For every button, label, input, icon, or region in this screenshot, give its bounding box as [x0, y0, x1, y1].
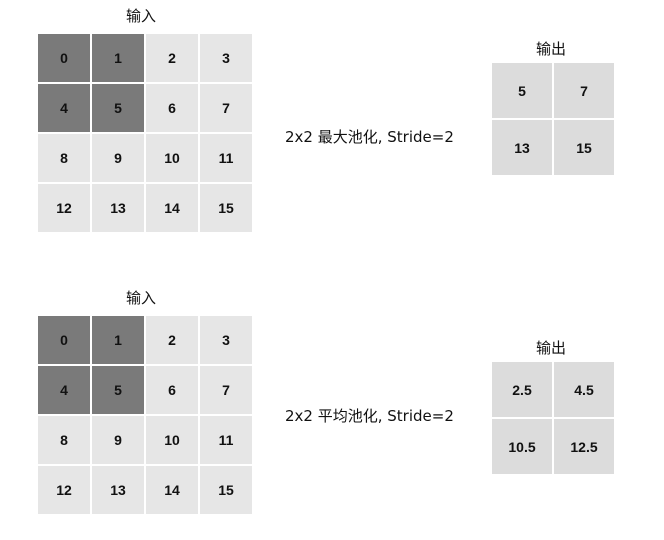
input-cell: 1 [92, 316, 144, 364]
input-cell: 12 [38, 184, 90, 232]
output-cell: 10.5 [492, 419, 552, 474]
output-grid-avg: 2.5 4.5 10.5 12.5 [492, 362, 614, 474]
input-cell: 5 [92, 366, 144, 414]
input-cell: 13 [92, 466, 144, 514]
input-cell: 14 [146, 466, 198, 514]
input-cell: 11 [200, 416, 252, 464]
input-cell: 14 [146, 184, 198, 232]
input-cell: 4 [38, 366, 90, 414]
input-cell: 12 [38, 466, 90, 514]
input-cell: 10 [146, 416, 198, 464]
input-cell: 9 [92, 134, 144, 182]
output-label-max: 输出 [536, 40, 567, 58]
input-cell: 3 [200, 316, 252, 364]
input-cell: 7 [200, 366, 252, 414]
output-grid-max: 5 7 13 15 [492, 63, 614, 175]
output-label-avg: 输出 [536, 339, 567, 357]
input-cell: 11 [200, 134, 252, 182]
input-cell: 10 [146, 134, 198, 182]
input-cell: 13 [92, 184, 144, 232]
input-cell: 1 [92, 34, 144, 82]
output-cell: 5 [492, 63, 552, 118]
input-cell: 2 [146, 34, 198, 82]
input-grid-avg: 0 1 2 3 4 5 6 7 8 9 10 11 12 13 14 15 [38, 316, 252, 514]
input-cell: 3 [200, 34, 252, 82]
output-cell: 12.5 [554, 419, 614, 474]
output-cell: 7 [554, 63, 614, 118]
operation-label-avg: 2x2 平均池化, Stride=2 [285, 407, 454, 425]
input-cell: 15 [200, 466, 252, 514]
output-cell: 15 [554, 120, 614, 175]
input-grid-max: 0 1 2 3 4 5 6 7 8 9 10 11 12 13 14 15 [38, 34, 252, 232]
input-cell: 2 [146, 316, 198, 364]
input-cell: 8 [38, 134, 90, 182]
input-cell: 6 [146, 84, 198, 132]
input-cell: 0 [38, 34, 90, 82]
input-cell: 0 [38, 316, 90, 364]
input-cell: 7 [200, 84, 252, 132]
input-cell: 9 [92, 416, 144, 464]
operation-label-max: 2x2 最大池化, Stride=2 [285, 128, 454, 146]
input-label-max: 输入 [126, 7, 157, 25]
input-cell: 4 [38, 84, 90, 132]
output-cell: 4.5 [554, 362, 614, 417]
input-label-avg: 输入 [126, 289, 157, 307]
input-cell: 15 [200, 184, 252, 232]
input-cell: 6 [146, 366, 198, 414]
input-cell: 5 [92, 84, 144, 132]
output-cell: 2.5 [492, 362, 552, 417]
output-cell: 13 [492, 120, 552, 175]
input-cell: 8 [38, 416, 90, 464]
